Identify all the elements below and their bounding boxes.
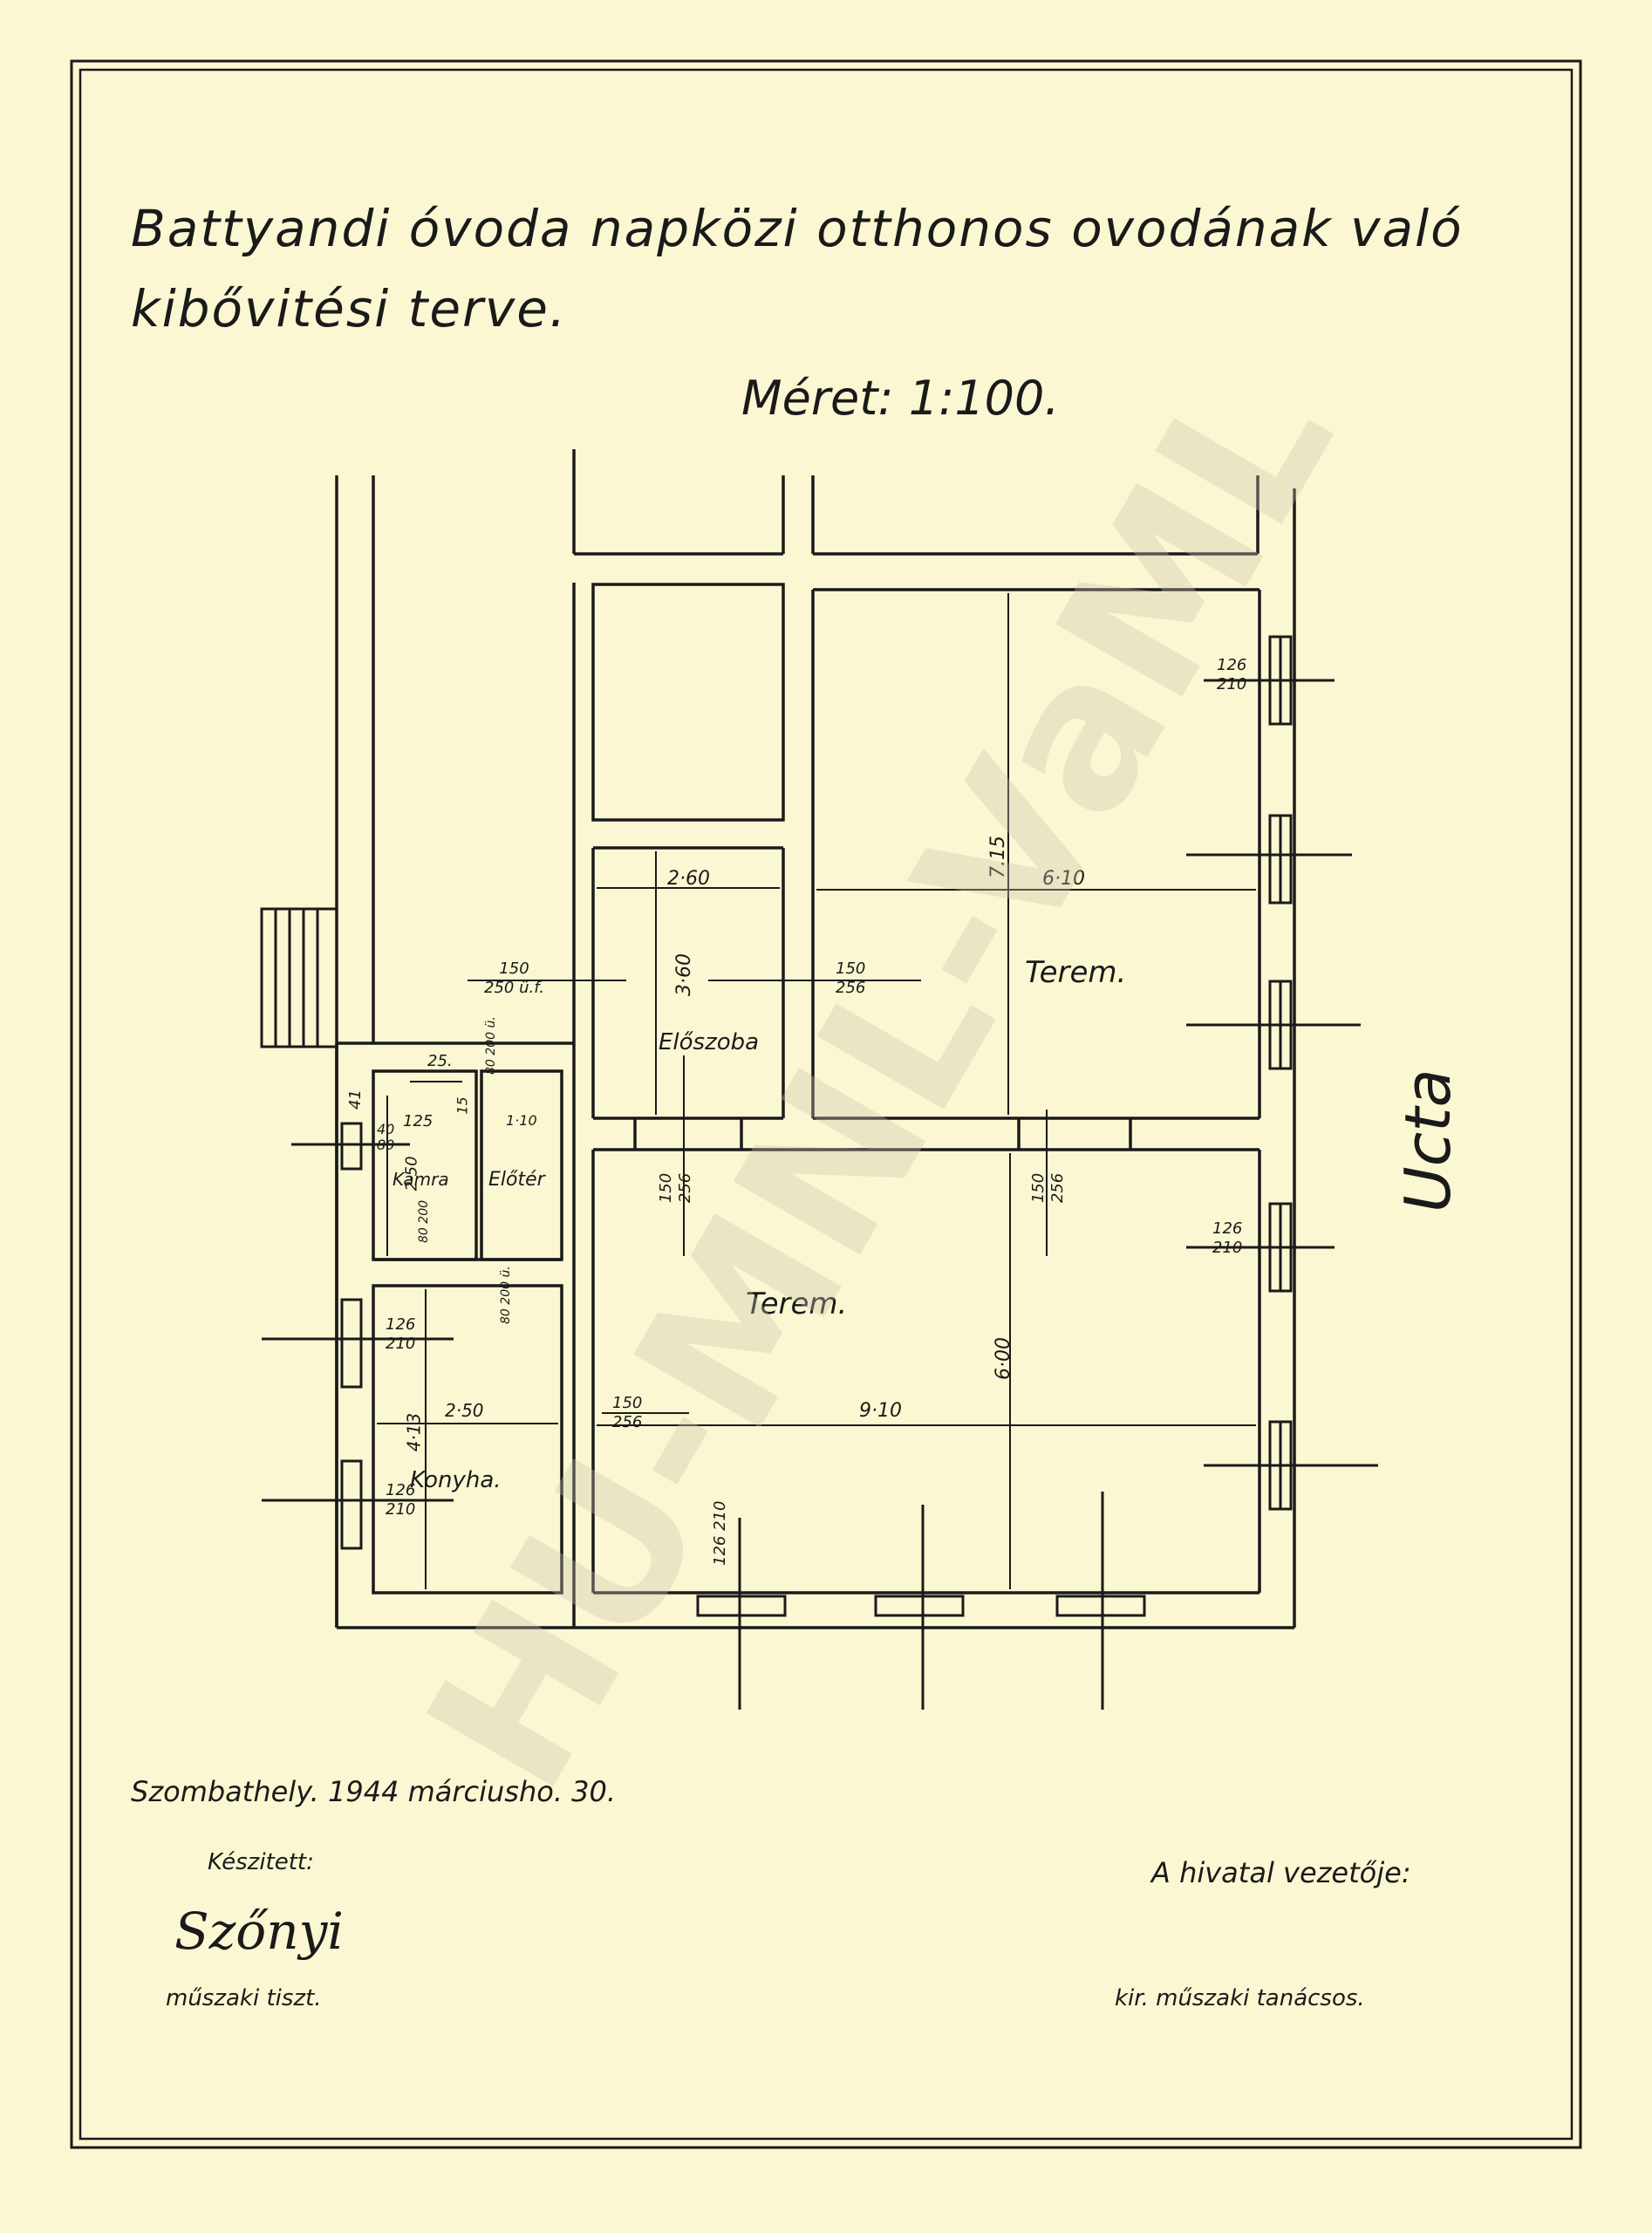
door-konyha-n: 150 (612, 1394, 643, 1412)
left-windows (262, 1122, 454, 1550)
elo-top-d: 200 ü. (484, 1016, 498, 1055)
title-line-1: Battyandi óvoda napközi otthonos ovodána… (131, 199, 1464, 258)
place-date: Szombathely. 1944 márciusho. 30. (131, 1775, 617, 1808)
dim-25: 25. (427, 1052, 453, 1070)
kamra-door-d: 200 (417, 1199, 431, 1224)
elo-top-n: 80 (484, 1059, 498, 1075)
scale-label: Méret: 1:100. (741, 371, 1060, 426)
w-kamra-n: 40 (377, 1121, 395, 1137)
office-head-label: A hivatal vezetője: (1151, 1856, 1411, 1889)
dim-41: 41 (345, 1089, 365, 1110)
elo-bot-d: 200 ü. (499, 1266, 513, 1305)
dim-600: 6·00 (992, 1337, 1014, 1380)
door-mid-n: 150 (836, 959, 866, 978)
dim-250v: 2·50 (402, 1156, 421, 1192)
dim-125: 125 (403, 1112, 433, 1130)
w-right-mid-n: 126 (1212, 1219, 1243, 1238)
room-terem-lower: Terem. (746, 1287, 848, 1321)
kamra-door-n: 80 (417, 1227, 431, 1243)
w-konyha2-n: 126 (386, 1481, 416, 1499)
dimension-lines (377, 593, 1256, 1589)
w-konyha2-d: 210 (386, 1500, 416, 1519)
office-head-title: kir. műszaki tanácsos. (1115, 1985, 1365, 2011)
room-terem-upper: Terem. (1025, 955, 1127, 990)
room-kamra: Kamra (393, 1169, 449, 1190)
door-konyha-d: 256 (612, 1413, 643, 1431)
room-eloszoba: Előszoba (659, 1029, 760, 1055)
border-inner (79, 68, 1573, 2141)
door-mid-d: 256 (836, 979, 866, 997)
door-v1-n: 150 (657, 1172, 676, 1204)
border-outer (70, 59, 1582, 2149)
w-konyha1-d: 210 (386, 1335, 416, 1353)
room-konyha: Konyha. (410, 1467, 502, 1493)
w-top-right-1-n: 126 (1217, 656, 1247, 674)
bottom-windows (696, 1492, 1146, 1710)
door-left-n: 150 (499, 959, 529, 978)
preparer-signature: Szőnyi (174, 1902, 344, 1961)
walls (335, 449, 1296, 1629)
w-kamra-d: 80 (377, 1137, 395, 1153)
street-label: Ucta (1391, 1069, 1464, 1212)
right-windows (1186, 635, 1378, 1511)
door-left-d: 250 ü.f. (484, 979, 544, 997)
w-right-mid-d: 210 (1212, 1239, 1243, 1257)
door-v2-n: 150 (1029, 1172, 1048, 1204)
dim-910: 9·10 (859, 1400, 902, 1422)
dim-413: 4·13 (403, 1412, 425, 1452)
door-v2-d: 256 (1048, 1172, 1068, 1204)
stair (260, 907, 338, 1048)
title-line-2: kibővitési terve. (131, 279, 568, 338)
prepared-label: Készitett: (208, 1849, 314, 1875)
preparer-title: műszaki tiszt. (166, 1985, 322, 2011)
w-top-right-1-d: 210 (1217, 675, 1247, 693)
room-eloter: Előtér (488, 1169, 545, 1191)
w-konyha1-n: 126 (386, 1315, 416, 1334)
elo-bot-n: 80 (499, 1308, 513, 1324)
dim-250: 2·50 (445, 1400, 484, 1421)
dim-610: 6·10 (1042, 868, 1085, 890)
dim-360: 3·60 (672, 953, 695, 996)
dim-15: 15 (454, 1096, 471, 1115)
dim-110: 1·10 (506, 1112, 537, 1129)
dim-260: 2·60 (667, 868, 710, 890)
